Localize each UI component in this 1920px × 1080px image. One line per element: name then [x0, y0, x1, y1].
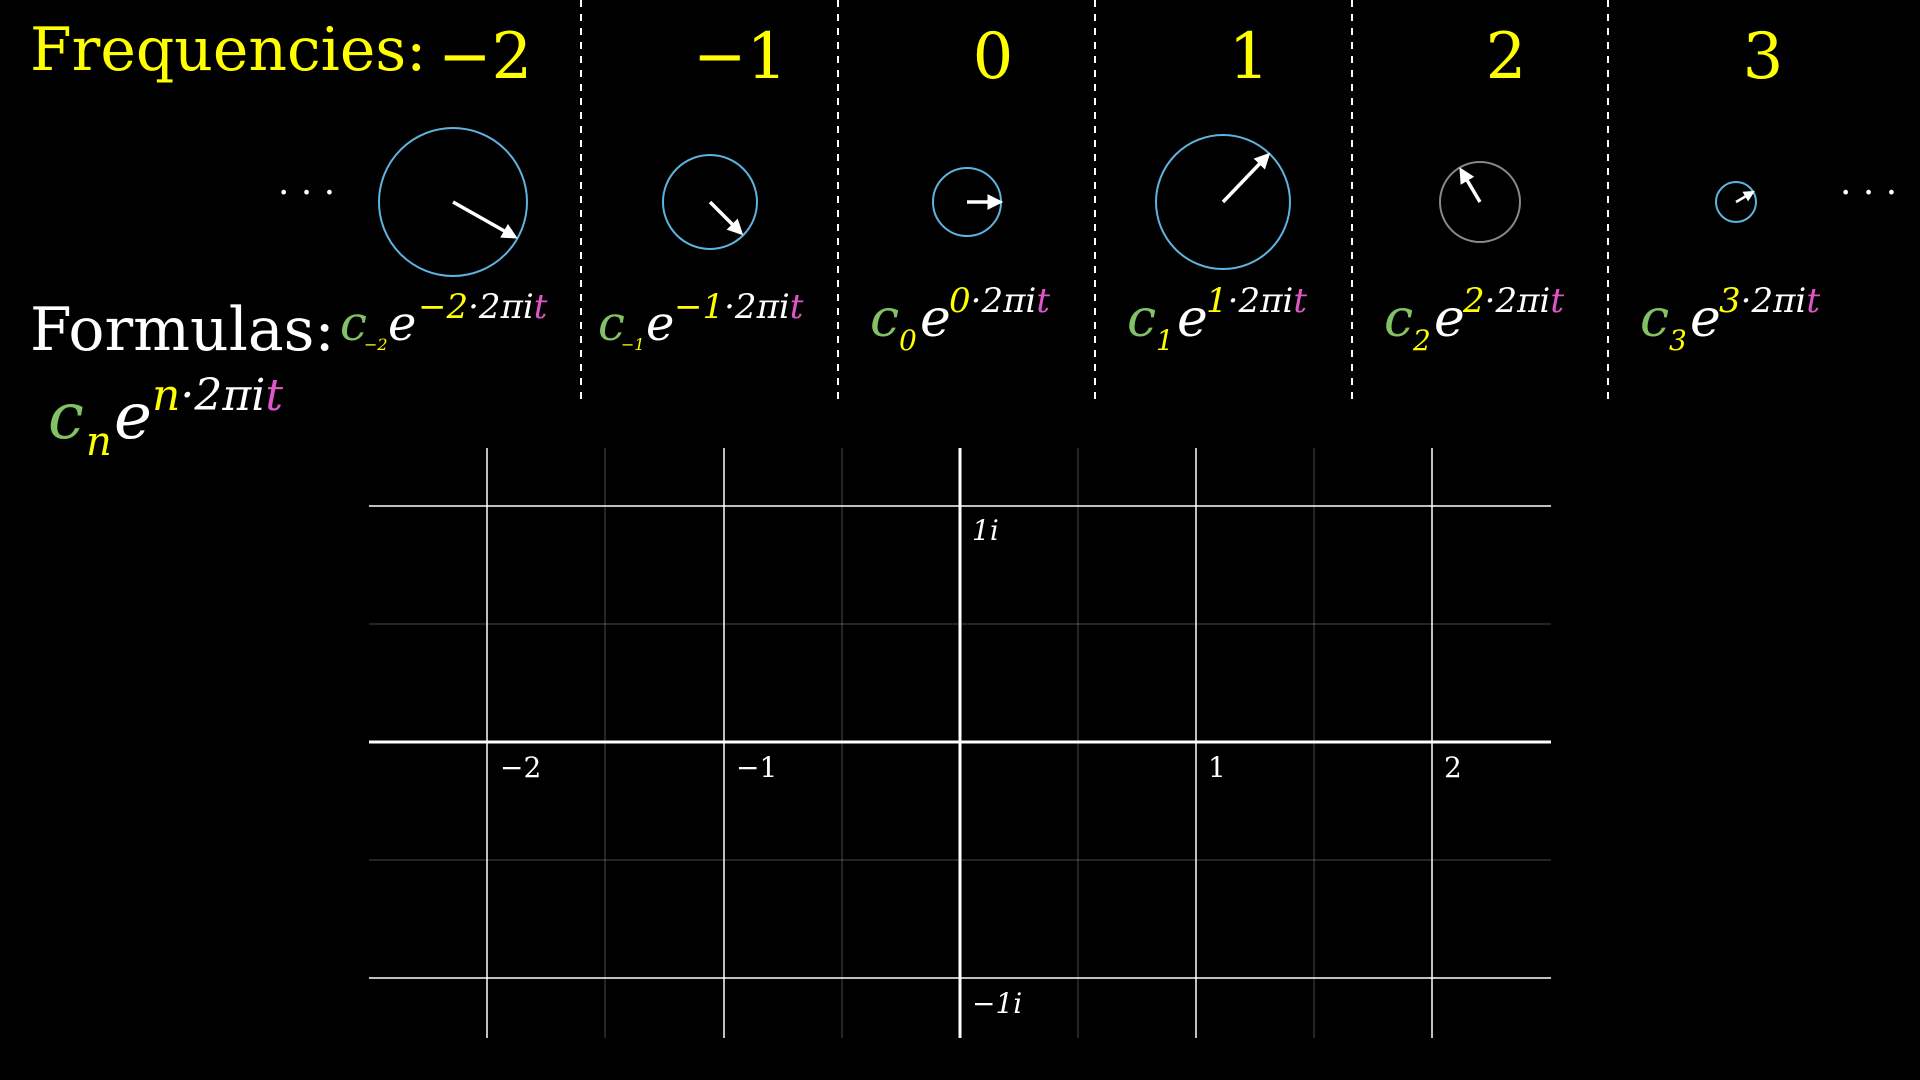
- general-formula-exp-2pi-i: ·2πi: [180, 370, 265, 421]
- frequency-value: 1: [1229, 20, 1270, 94]
- vector-arrow: [1221, 152, 1271, 204]
- formula-freq-0: c 0 e 0·2πit: [870, 281, 1050, 357]
- formula-subscript: 2: [1412, 324, 1431, 357]
- formula-subscript: 3: [1669, 324, 1687, 357]
- general-formula-subscript: n: [86, 419, 112, 465]
- vector-circle: [378, 127, 528, 277]
- axes: [369, 448, 1551, 1038]
- frequency-value: 0: [973, 20, 1014, 94]
- formula-base: e: [388, 296, 416, 352]
- formula-exp-t: t: [790, 287, 804, 327]
- formula-base: e: [1177, 289, 1208, 349]
- formula-coef: c: [1384, 289, 1413, 349]
- vector-arrow: [1735, 190, 1755, 204]
- frequency-value: 3: [1743, 20, 1784, 94]
- vector-freq-neg2: [378, 127, 528, 277]
- formula-exp-2pi-i: ·2πi: [1228, 281, 1294, 321]
- formula-freq-2: c 2 e 2·2πit: [1384, 281, 1564, 357]
- vector-freq-1: [1155, 134, 1291, 270]
- formula-freq-3: c 3 e 3·2πit: [1640, 281, 1820, 357]
- formula-base: e: [1434, 289, 1465, 349]
- formula-coef: c: [1640, 289, 1669, 349]
- formula-base: e: [920, 289, 951, 349]
- formula-subscript: −1: [621, 335, 645, 354]
- formula-exp-n: 0: [949, 281, 971, 321]
- y-tick-label: 1i: [972, 514, 999, 547]
- formula-exponent: 0·2πit: [949, 281, 1050, 321]
- minor-grid: [369, 448, 1551, 1038]
- formula-exp-2pi-i: ·2πi: [724, 287, 790, 327]
- formula-exp-t: t: [1550, 281, 1564, 321]
- formula-coef: c: [1127, 289, 1156, 349]
- frequency-formulas: c −2 e −2·2πit c −1 e −1·2πit c 0 e 0·2π…: [340, 281, 1820, 357]
- general-formula-coef: c: [48, 380, 84, 454]
- formula-exp-n: 2: [1462, 281, 1485, 321]
- formula-base: e: [646, 296, 674, 352]
- formula-exp-2pi-i: ·2πi: [1741, 281, 1807, 321]
- formulas-heading: Formulas:: [30, 295, 335, 365]
- formula-subscript: 0: [899, 324, 917, 357]
- ellipsis-right: · · ·: [1840, 173, 1897, 214]
- vector-circle: [1439, 161, 1521, 243]
- ellipsis-left: · · ·: [278, 173, 335, 214]
- formula-exponent: −1·2πit: [674, 287, 804, 327]
- formula-freq-neg1: c −1 e −1·2πit: [598, 287, 804, 354]
- formula-exponent: −2·2πit: [418, 287, 548, 327]
- complex-plane: −2 −1 1 2 1i −1i: [369, 448, 1551, 1038]
- formula-exp-t: t: [1293, 281, 1307, 321]
- formula-coef: c: [340, 296, 367, 352]
- x-tick-label: −2: [500, 751, 541, 784]
- formula-exponent: 2·2πit: [1462, 281, 1564, 321]
- formula-exp-n: 3: [1719, 281, 1741, 321]
- formula-exp-t: t: [1806, 281, 1820, 321]
- formula-exp-t: t: [534, 287, 548, 327]
- formula-exp-2pi-i: ·2πi: [1485, 281, 1551, 321]
- vector-circle: [1155, 134, 1291, 270]
- vector-freq-2: [1439, 161, 1521, 243]
- formula-exp-n: −1: [674, 287, 724, 327]
- formula-base: e: [1690, 289, 1721, 349]
- formula-exponent: 3·2πit: [1719, 281, 1820, 321]
- general-formula-exp-n: n: [152, 370, 180, 421]
- frequencies-heading: Frequencies:: [30, 15, 426, 85]
- frequency-value: 2: [1486, 20, 1527, 94]
- vector-freq-neg1: [662, 154, 758, 250]
- formula-coef: c: [870, 289, 899, 349]
- column-separators: [580, 0, 1609, 405]
- general-formula: c n e n·2πit: [48, 370, 283, 465]
- general-formula-exponent: n·2πit: [152, 370, 283, 421]
- formula-subscript: 1: [1156, 324, 1174, 357]
- vector-arrow: [708, 200, 744, 236]
- formula-exponent: 1·2πit: [1206, 281, 1307, 321]
- vector-arrow: [1459, 167, 1482, 203]
- frequency-values: −2 −1 0 1 2 3: [438, 20, 1784, 94]
- x-tick-label: −1: [736, 751, 777, 784]
- formula-freq-neg2: c −2 e −2·2πit: [340, 287, 548, 354]
- vector-arrow: [452, 200, 518, 239]
- formula-exp-2pi-i: ·2πi: [971, 281, 1037, 321]
- y-tick-label: −1i: [972, 987, 1022, 1020]
- vector-circle: [1715, 181, 1757, 223]
- frequency-value: −1: [693, 20, 787, 94]
- x-tick-label: 2: [1444, 751, 1462, 784]
- formula-exp-2pi-i: ·2πi: [468, 287, 534, 327]
- x-tick-label: 1: [1208, 751, 1226, 784]
- axis-tick-labels: −2 −1 1 2 1i −1i: [500, 514, 1462, 1020]
- formula-exp-n: −2: [418, 287, 468, 327]
- frequency-value: −2: [438, 20, 532, 94]
- vector-freq-3: [1715, 181, 1757, 223]
- general-formula-exp-t: t: [265, 370, 283, 421]
- general-formula-base: e: [114, 380, 152, 454]
- formula-exp-t: t: [1036, 281, 1050, 321]
- vector-circle: [662, 154, 758, 250]
- formula-coef: c: [598, 296, 625, 352]
- vector-freq-0: [932, 167, 1004, 237]
- rotating-vectors: [378, 127, 1757, 277]
- formula-subscript: −2: [364, 335, 388, 354]
- formula-freq-1: c 1 e 1·2πit: [1127, 281, 1307, 357]
- formula-exp-n: 1: [1206, 281, 1228, 321]
